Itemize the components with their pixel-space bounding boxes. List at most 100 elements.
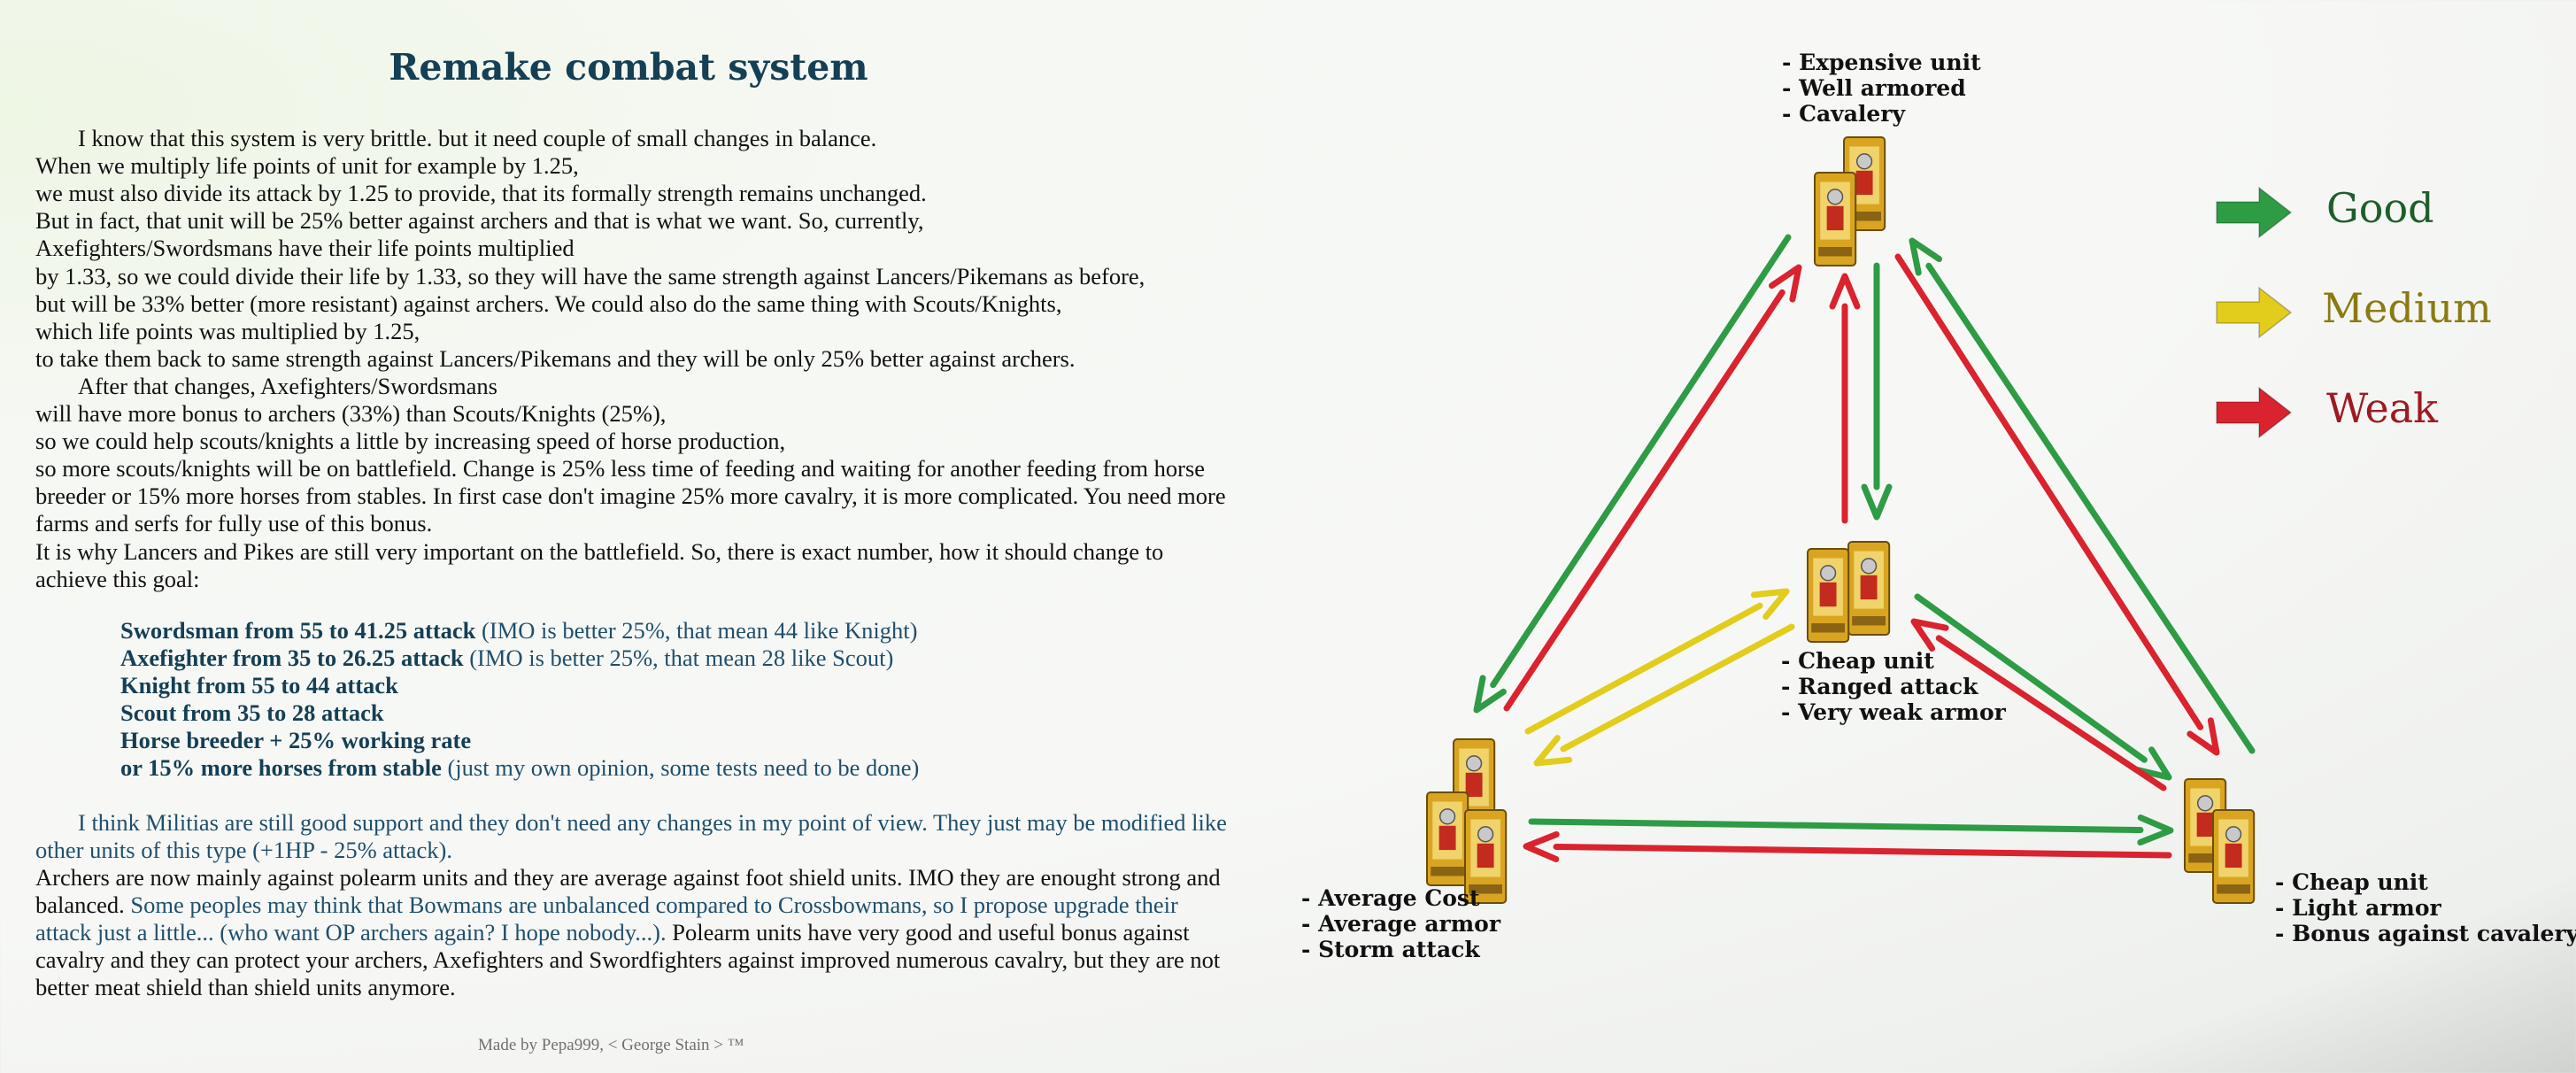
body-text-line: by 1.33, so we could divide their life b… [35,263,1145,290]
node-attribute: - Cheap unit [1781,648,1934,674]
text-span: so more scouts/knights will be on battle… [35,455,1206,482]
body-text-line: we must also divide its attack by 1.25 t… [35,180,927,207]
body-text-line: When we multiply life points of unit for… [35,152,579,180]
change-title: Axefighter from 35 to 26.25 attack [120,645,464,671]
closing-text-line: attack just a little... (who want OP arc… [35,919,1190,946]
attack-change-item: Knight from 55 to 44 attack [120,672,398,699]
text-span: breeder or 15% more horses from stables.… [35,482,1226,510]
relation-arrow [1503,264,1802,712]
medium-legend-label: Medium [2322,284,2492,332]
text-span: balanced. [35,892,131,918]
cavalry-unit-icon [1814,172,1857,266]
closing-text-line: cavalry and they can protect your archer… [35,946,1220,974]
node-attribute: - Average armor [1301,911,1501,937]
node-attribute: - Very weak armor [1781,699,2006,725]
node-top-label: - Expensive unit- Well armored- Cavalery [1782,50,1981,127]
change-title: or 15% more horses from stable [120,754,442,781]
good-legend-label: Good [2326,184,2434,232]
relation-arrow [1523,830,2172,862]
node-attribute: - Expensive unit [1782,50,1981,75]
node-attribute: - Average Cost [1301,885,1480,911]
body-text-line: It is why Lancers and Pikes are still ve… [35,538,1163,566]
body-text-line: so we could help scouts/knights a little… [35,428,785,455]
change-note: (IMO is better 25%, that mean 44 like Kn… [475,617,918,644]
archer-unit-icon [1807,548,1850,643]
text-span: When we multiply life points of unit for… [35,152,579,180]
change-title: Swordsman from 55 to 41.25 attack [120,617,476,644]
text-span: by 1.33, so we could divide their life b… [35,262,1145,289]
text-span: I know that this system is very brittle.… [78,125,877,151]
node-attribute: - Light armor [2275,895,2441,921]
text-span: It is why Lancers and Pikes are still ve… [35,537,1164,565]
relation-arrow [1914,593,2172,781]
combat-triangle-diagram: - Expensive unit- Well armored- Cavalery… [1275,0,2576,1073]
attack-change-item: Swordsman from 55 to 41.25 attack (IMO i… [120,617,917,645]
attack-change-item: Horse breeder + 25% working rate [120,727,471,754]
relation-arrow [1861,262,1893,521]
weak-legend-label: Weak [2326,384,2439,432]
change-title: Scout from 35 to 28 attack [120,699,384,726]
relation-arrow [1528,814,2174,846]
relation-arrow [1524,588,1790,735]
text-span: achieve this goal: [35,565,200,592]
relation-arrow [1910,618,2167,791]
text-span: Some peoples may think that Bowmans are … [130,892,1178,918]
text-span: so we could help scouts/knights a little… [35,428,786,455]
body-text-line: achieve this goal: [35,566,199,593]
body-text-line: farms and serfs for fully use of this bo… [35,510,432,537]
body-text-line: I know that this system is very brittle.… [35,125,876,152]
weak-legend-arrow-icon [2216,386,2293,439]
body-text-line: so more scouts/knights will be on battle… [35,455,1205,482]
text-span: which life points was multiplied by 1.25… [35,317,420,344]
relation-arrow [1909,237,2256,754]
body-text-line: to take them back to same strength again… [35,345,1075,373]
text-span: cavalry and they can protect your archer… [35,946,1221,973]
node-attribute: - Cheap unit [2275,869,2428,895]
attack-change-item: or 15% more horses from stable (just my … [120,754,919,782]
node-right-label: - Cheap unit- Light armor- Bonus against… [2275,869,2576,946]
text-span: Archers are now mainly against polearm u… [35,864,1221,891]
article: Remake combat system I know that this sy… [35,0,1275,1073]
text-span: we must also divide its attack by 1.25 t… [35,180,927,207]
body-text-line: After that changes, Axefighters/Swordsma… [35,373,497,400]
text-span: But in fact, that unit will be 25% bette… [35,207,924,235]
node-middle-label: - Cheap unit- Ranged attack- Very weak a… [1781,648,2006,725]
text-span: I think Militias are still good support … [78,809,1227,836]
change-title: Knight from 55 to 44 attack [120,672,398,699]
text-span: attack just a little... (who want OP arc… [35,919,673,946]
node-attribute: - Cavalery [1782,101,1906,127]
text-span: but will be 33% better (more resistant) … [35,289,1062,317]
node-attribute: - Well armored [1782,75,1966,101]
archer-unit-icon [1847,541,1891,636]
change-title: Horse breeder + 25% working rate [120,727,472,753]
good-legend-arrow-icon [2216,186,2293,239]
node-attribute: - Storm attack [1301,937,1480,962]
closing-text-line: Archers are now mainly against polearm u… [35,864,1221,892]
closing-text-line: I think Militias are still good support … [35,809,1227,837]
closing-text-line: balanced. Some peoples may think that Bo… [35,892,1178,919]
body-text-line: breeder or 15% more horses from stables.… [35,482,1226,510]
relation-arrow [1473,234,1792,714]
text-span: better meat shield than shield units any… [35,974,456,1000]
body-text-line: but will be 33% better (more resistant) … [35,290,1061,318]
text-span: Polearm units have very good and useful … [672,919,1190,946]
swordsman-unit-icon [1464,809,1508,904]
text-span: to take them back to same strength again… [35,344,1076,372]
page-title: Remake combat system [389,46,868,89]
node-attribute: - Bonus against cavalery [2275,921,2576,946]
node-attribute: - Ranged attack [1781,674,1978,699]
body-text-line: will have more bonus to archers (33%) th… [35,400,666,428]
text-span: Axefighters/Swordsmans have their life p… [35,235,575,262]
arrows-layer [1426,136,2256,904]
body-text-line: which life points was multiplied by 1.25… [35,318,420,345]
text-span: After that changes, Axefighters/Swordsma… [78,372,497,399]
pikeman-unit-icon [2212,809,2256,904]
closing-text-line: other units of this type (+1HP - 25% att… [35,837,452,864]
attack-change-item: Axefighter from 35 to 26.25 attack (IMO … [120,645,893,672]
body-text-line: Axefighters/Swordsmans have their life p… [35,235,575,262]
text-span: will have more bonus to archers (33%) th… [35,400,667,427]
text-span: other units of this type (+1HP - 25% att… [35,837,452,863]
medium-legend-arrow-icon [2216,286,2293,339]
body-text-line: But in fact, that unit will be 25% bette… [35,207,924,235]
relation-arrow [1829,273,1861,524]
